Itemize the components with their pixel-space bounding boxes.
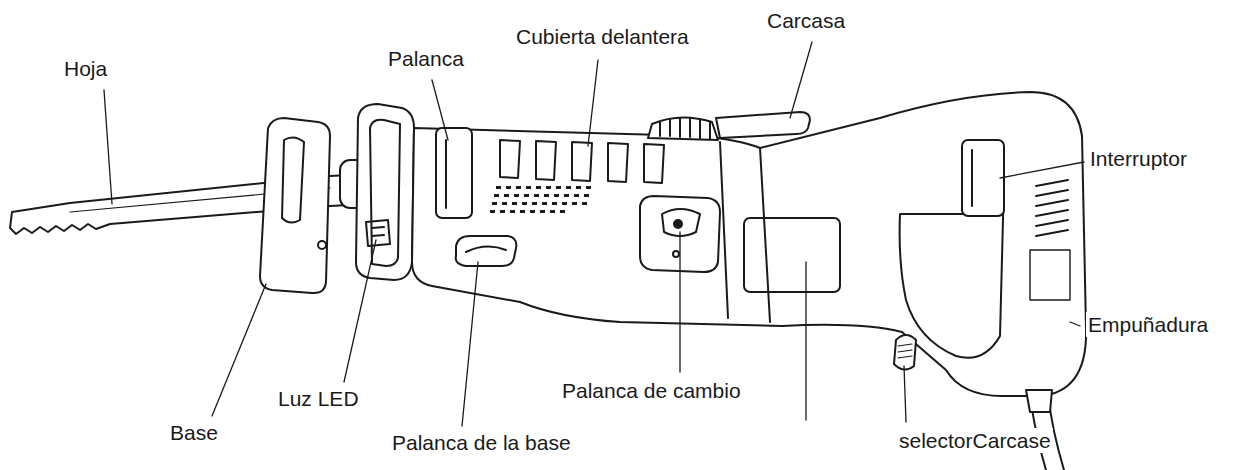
cord-guard — [1026, 390, 1052, 412]
part-label: Hoja — [62, 56, 109, 81]
base-slot — [282, 137, 304, 222]
part-label: Empuñadura — [1086, 312, 1210, 337]
part-label: Cubierta delantera — [514, 24, 691, 49]
speed-selector-ridges — [898, 344, 912, 358]
shift-lever — [662, 209, 700, 236]
trigger-edge — [971, 150, 973, 206]
speed-selector — [894, 335, 916, 370]
part-label: Palanca de la base — [390, 430, 573, 455]
cover-ribs — [500, 140, 664, 183]
part-label: Interruptor — [1088, 146, 1189, 171]
front-lever — [436, 128, 472, 218]
top-dial — [648, 117, 718, 140]
top-dial-ridges — [660, 118, 710, 139]
shift-lever-dot — [673, 251, 679, 257]
base-lever — [456, 236, 517, 266]
front-collar — [356, 104, 414, 280]
part-label: selectorCarcase — [897, 428, 1053, 453]
top-lever — [716, 112, 810, 138]
led-light — [366, 220, 390, 246]
part-label: Base — [168, 420, 220, 445]
housing-panel — [744, 218, 840, 292]
shift-lever-pivot — [674, 220, 682, 228]
trigger — [962, 140, 1004, 216]
base-shoe — [260, 118, 330, 293]
grip-outline — [1030, 250, 1070, 300]
grip-vents — [1036, 180, 1068, 236]
part-label: Palanca de cambio — [560, 378, 743, 403]
part-label: Carcasa — [765, 8, 847, 33]
vent-holes — [490, 186, 591, 213]
base-lever-grip — [466, 246, 506, 252]
part-label: Palanca — [386, 46, 466, 71]
base-screw — [318, 241, 326, 249]
housing — [412, 92, 1086, 396]
leader-lines — [104, 42, 1084, 426]
part-label: Luz LED — [276, 386, 361, 411]
front-lever-edge — [445, 140, 447, 208]
